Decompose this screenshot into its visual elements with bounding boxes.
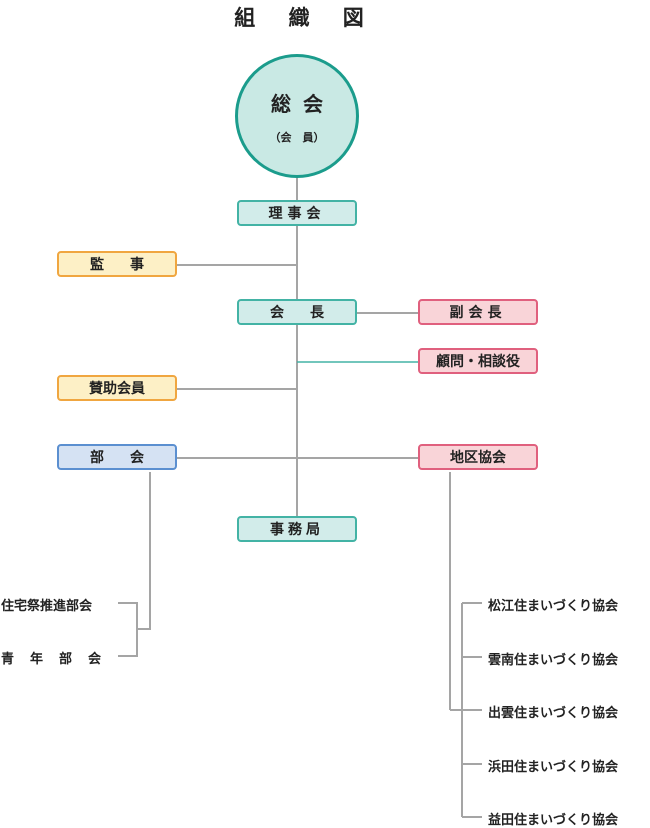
board-node: 理事会 <box>237 200 357 226</box>
section-group-youth: 青年部会 <box>1 652 118 667</box>
chart-title: 組 織 図 <box>234 6 366 30</box>
district-group-masuda: 益田住まいづくり協会 <box>488 813 619 828</box>
auditor-node: 監事 <box>57 251 177 277</box>
general-meeting-label: 総会 <box>271 91 335 116</box>
general-meeting-node: 総会 （会 員） <box>235 54 359 178</box>
district-group-unnan: 雲南住まいづくり協会 <box>488 653 619 668</box>
general-meeting-sub: （会 員） <box>269 130 325 144</box>
secretariat-node: 事務局 <box>237 516 357 542</box>
district-associations-node: 地区協会 <box>418 444 538 470</box>
chairman-node: 会長 <box>237 299 357 325</box>
district-group-matsue: 松江住まいづくり協会 <box>488 599 619 614</box>
supporting-members-node: 賛助会員 <box>57 375 177 401</box>
district-group-izumo: 出雲住まいづくり協会 <box>488 706 619 721</box>
section-group-bracket <box>118 602 138 657</box>
vice-chairman-node: 副会長 <box>418 299 538 325</box>
advisor-node: 顧問・相談役 <box>418 348 538 374</box>
sections-tree <box>137 472 151 630</box>
district-group-hamada: 浜田住まいづくり協会 <box>488 760 619 775</box>
sections-node: 部会 <box>57 444 177 470</box>
section-group-housing-festival: 住宅祭推進部会 <box>1 599 93 614</box>
